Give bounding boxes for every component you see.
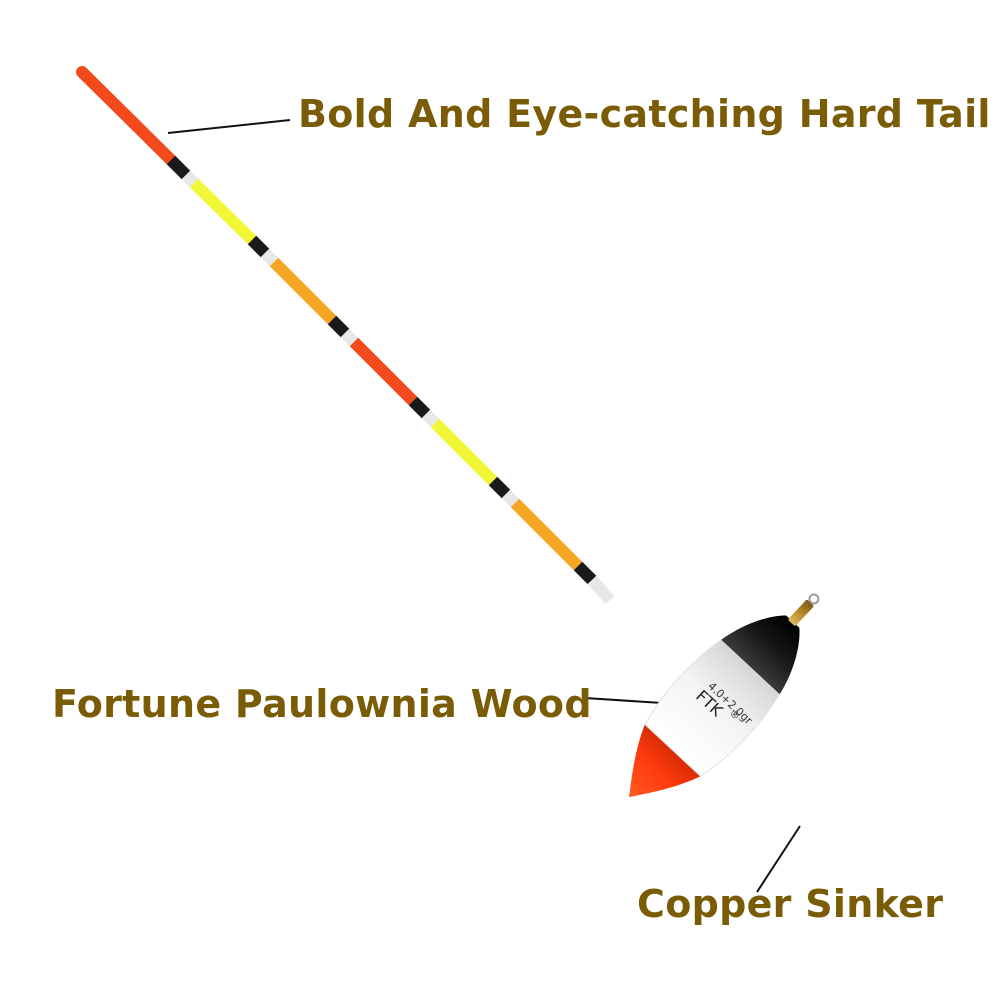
tail-segment-orange: [510, 498, 583, 571]
float-body: FTK ® 4.0+2.0gr: [629, 593, 820, 798]
tail-segment-yellow: [430, 418, 498, 486]
body-leader-line: [584, 697, 663, 704]
body-black-base: [721, 615, 800, 695]
tail-band-black: [247, 235, 270, 258]
body-red-cap: [629, 724, 701, 798]
tail-band-white: [501, 489, 520, 508]
tail-band-white: [421, 409, 440, 428]
tail-band-black: [166, 155, 191, 180]
tail-band-white: [181, 170, 199, 188]
tail-band-black: [408, 396, 431, 419]
sinker-callout: Copper Sinker: [637, 882, 944, 926]
tail-callout: Bold And Eye-catching Hard Tail: [298, 92, 991, 136]
copper-sinker: [788, 600, 814, 626]
tail-tip-red: [76, 66, 177, 166]
tail-band-white: [340, 328, 359, 347]
float-antenna: [76, 66, 615, 605]
tail-segment-yellow: [189, 178, 257, 245]
tail-leader-line: [167, 119, 291, 134]
sinker-leader-line: [756, 825, 801, 893]
tail-band-black: [327, 315, 350, 338]
tail-segment-orange: [269, 257, 337, 325]
body-callout: Fortune Paulownia Wood: [52, 682, 592, 726]
tail-segment-red: [349, 337, 418, 406]
tail-band-black: [488, 476, 511, 499]
tail-band-white: [587, 575, 615, 605]
sinker-eyelet: [808, 593, 820, 605]
tail-band-black: [573, 561, 597, 585]
tail-band-white: [260, 248, 279, 267]
